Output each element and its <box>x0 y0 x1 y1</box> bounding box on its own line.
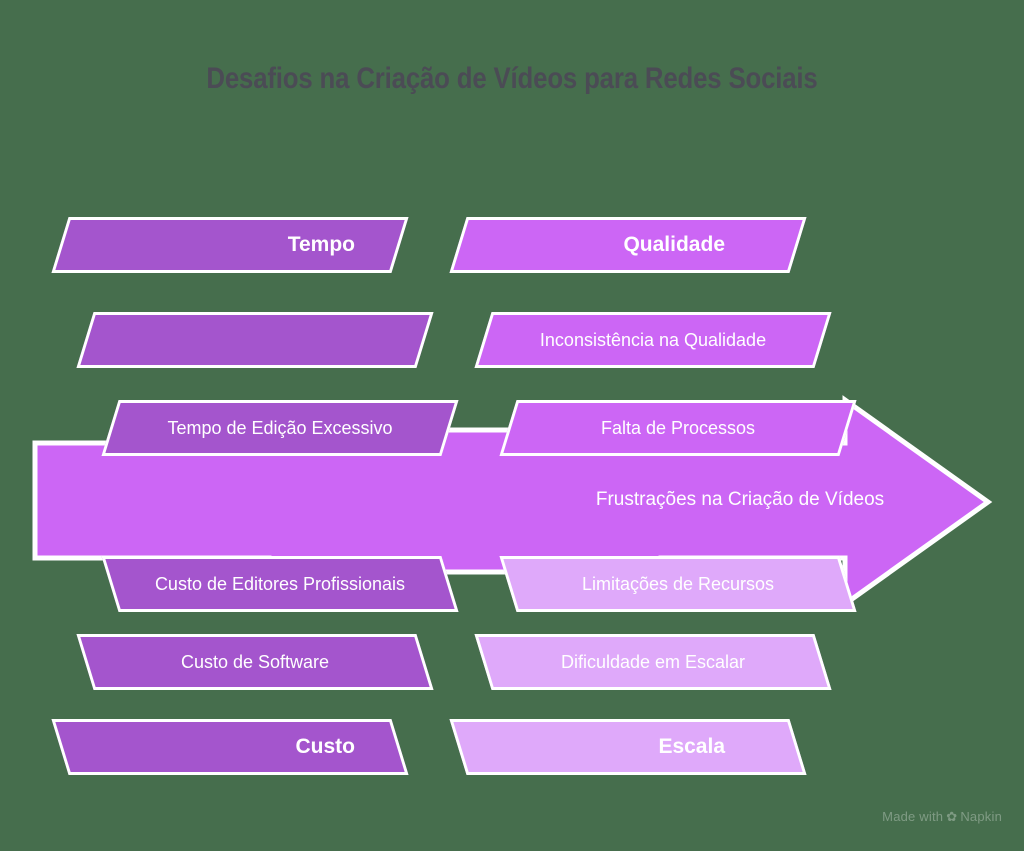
watermark: Made with✿Napkin <box>882 809 1002 825</box>
bone-label: Escala <box>658 735 725 758</box>
bone-label: Dificuldade em Escalar <box>560 652 746 672</box>
bone-label: Limitações de Recursos <box>581 574 775 594</box>
bone-tempo-cause-1[interactable] <box>76 312 434 368</box>
bone-tempo-cause-2[interactable]: Tempo de Edição Excessivo <box>101 400 459 456</box>
bone-tempo-head[interactable]: Tempo <box>51 217 409 273</box>
bone-label: Qualidade <box>623 233 725 256</box>
bone-escala-head[interactable]: Escala <box>449 719 807 775</box>
bone-qualidade-cause-1[interactable]: Inconsistência na Qualidade <box>474 312 832 368</box>
bone-qualidade-head[interactable]: Qualidade <box>449 217 807 273</box>
bone-qualidade-cause-2[interactable]: Falta de Processos <box>499 400 857 456</box>
bone-custo-cause-1[interactable]: Custo de Editores Profissionais <box>101 556 459 612</box>
leaf-icon: ✿ <box>946 809 958 824</box>
bone-label: Custo de Editores Profissionais <box>154 574 406 594</box>
bone-label: Inconsistência na Qualidade <box>539 330 767 350</box>
page-title: Desafios na Criação de Vídeos para Redes… <box>206 62 818 95</box>
bone-escala-cause-2[interactable]: Dificuldade em Escalar <box>474 634 832 690</box>
bone-label: Custo de Software <box>180 652 330 672</box>
bone-label: Falta de Processos <box>600 418 756 438</box>
bone-custo-head[interactable]: Custo <box>51 719 409 775</box>
bone-escala-cause-1[interactable]: Limitações de Recursos <box>499 556 857 612</box>
bone-label: Tempo <box>287 233 355 256</box>
bone-custo-cause-2[interactable]: Custo de Software <box>76 634 434 690</box>
watermark-prefix: Made with <box>882 809 944 824</box>
watermark-brand: Napkin <box>960 809 1002 824</box>
bone-label: Custo <box>295 735 356 758</box>
bone-label: Tempo de Edição Excessivo <box>167 418 393 438</box>
